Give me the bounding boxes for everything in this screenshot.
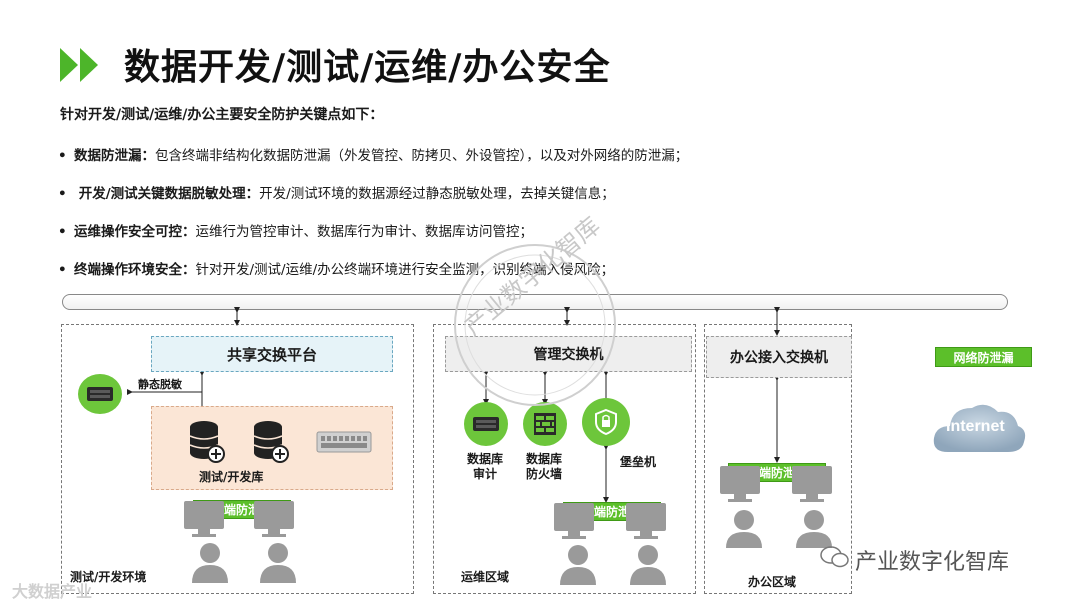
ops-workstations-icon xyxy=(554,503,666,585)
intro-text: 针对开发/测试/运维/办公主要安全防护关键点如下： xyxy=(60,107,384,123)
corner-watermark-text: 大数据产业 xyxy=(12,582,93,601)
bastion-icon xyxy=(582,398,630,446)
database-icon xyxy=(189,421,225,463)
test-dev-db-label: 测试/开发库 xyxy=(199,470,264,484)
watermark-stamp-icon xyxy=(454,244,616,406)
ops-zone-label: 运维区域 xyxy=(461,570,510,584)
title-arrow-icon xyxy=(60,48,98,82)
management-switch: 管理交换机 xyxy=(445,336,692,372)
database-icon-2 xyxy=(253,421,289,463)
bullet-data-leak: •数据防泄漏：包含终端非结构化数据防泄漏（外发管控、防拷贝、外设管控），以及对外… xyxy=(58,148,689,164)
wechat-watermark-text: 产业数字化智库 xyxy=(855,550,1010,575)
wechat-icon xyxy=(820,546,849,568)
office-workstations-icon xyxy=(720,466,832,548)
network-backbone xyxy=(62,294,1008,310)
db-firewall-icon xyxy=(523,402,567,446)
bullet-data-masking: • 开发/测试关键数据脱敏处理：开发/测试环境的数据源经过静态脱敏处理，去掉关键… xyxy=(58,186,615,202)
server-icon xyxy=(78,374,122,414)
office-zone-label: 办公区域 xyxy=(748,575,797,589)
internet-label: Internet xyxy=(946,418,1005,435)
dev-zone-label: 测试/开发环境 xyxy=(70,570,147,584)
internet-cloud-icon xyxy=(933,404,1026,452)
bullet-terminal-security: •终端操作环境安全：针对开发/测试/运维/办公终端环境进行安全监测，识别终端入侵… xyxy=(58,262,615,278)
db-firewall-label: 数据库 防火墙 xyxy=(526,452,563,481)
bastion-label: 堡垒机 xyxy=(620,455,657,469)
shared-exchange-platform: 共享交换平台 xyxy=(151,336,393,372)
dev-workstations-icon xyxy=(184,501,296,583)
network-dlp-tag: 网络防泄漏 xyxy=(935,347,1032,367)
db-audit-label: 数据库 审计 xyxy=(467,452,504,481)
page-title: 数据开发/测试/运维/办公安全 xyxy=(124,47,611,88)
static-masking-label: 静态脱敏 xyxy=(138,378,182,391)
storage-array-icon xyxy=(316,431,372,453)
bullet-ops-control: •运维操作安全可控：运维行为管控审计、数据库行为审计、数据库访问管控； xyxy=(58,224,533,240)
office-access-switch: 办公接入交换机 xyxy=(706,336,852,378)
db-audit-icon xyxy=(464,402,508,446)
